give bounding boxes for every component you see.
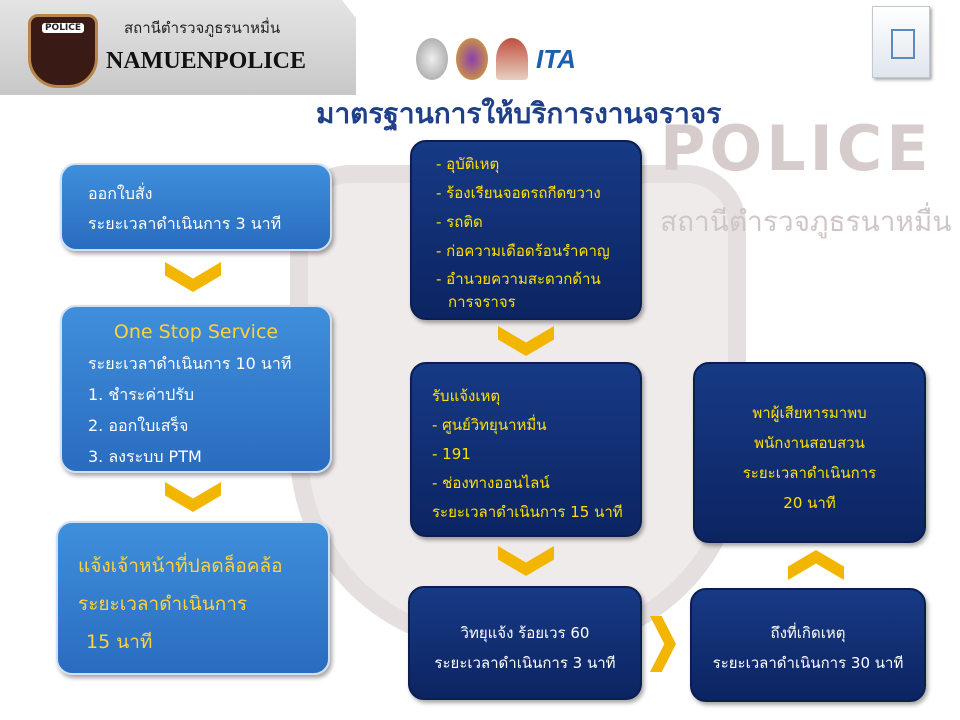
box-line: ระยะเวลาดำเนินการ 3 นาที bbox=[434, 654, 616, 672]
police-badge-logo: POLICE bbox=[28, 14, 98, 88]
header-banner: POLICE สถานีตำรวจภูธรนาหมื่น NAMUENPOLIC… bbox=[0, 0, 356, 95]
temple-logo bbox=[496, 38, 528, 80]
chevron-right-icon bbox=[650, 616, 676, 672]
arrive-scene-box: ถึงที่เกิดเหตุ ระยะเวลาดำเนินการ 30 นาที bbox=[690, 588, 926, 702]
ita-logo: ITA bbox=[536, 43, 576, 74]
box-line: ระยะเวลาดำเนินการ 10 นาที bbox=[88, 354, 292, 373]
chevron-down-icon bbox=[165, 262, 221, 292]
police-emblem-logo bbox=[456, 38, 488, 80]
box-line: - 191 bbox=[432, 445, 471, 463]
issue-ticket-box: ออกใบสั่ง ระยะเวลาดำเนินการ 3 นาที bbox=[60, 163, 332, 251]
box-line: วิทยุแจ้ง ร้อยเวร 60 bbox=[460, 624, 590, 642]
watermark-text: POLICE bbox=[660, 112, 933, 185]
box-line: รับแจ้งเหตุ bbox=[432, 387, 501, 405]
box-line: ระยะเวลาดำเนินการ bbox=[78, 593, 248, 615]
chevron-down-icon bbox=[165, 482, 221, 512]
box-line: ถึงที่เกิดเหตุ bbox=[770, 624, 846, 642]
partner-logos: ITA bbox=[416, 38, 576, 80]
box-line: ระยะเวลาดำเนินการ bbox=[742, 464, 877, 482]
radio-notify-box: วิทยุแจ้ง ร้อยเวร 60 ระยะเวลาดำเนินการ 3… bbox=[408, 586, 642, 700]
box-line: ออกใบสั่ง bbox=[88, 184, 153, 203]
box-line: - อำนวยความสะดวกด้าน bbox=[436, 270, 601, 288]
box-line: การจราจร bbox=[448, 293, 516, 311]
box-line: 1. ชำระค่าปรับ bbox=[88, 385, 194, 404]
receive-report-box: รับแจ้งเหตุ - ศูนย์วิทยุนาหมื่น - 191 - … bbox=[410, 362, 642, 537]
box-line: พาผู้เสียหารมาพบ bbox=[752, 404, 867, 422]
box-line: พนักงานสอบสวน bbox=[754, 434, 865, 452]
box-line: แจ้งเจ้าหน้าที่ปลดล็อคล้อ bbox=[78, 555, 283, 577]
chevron-up-icon bbox=[788, 550, 844, 580]
box-line: ระยะเวลาดำเนินการ 3 นาที bbox=[88, 214, 282, 233]
box-line: - ศูนย์วิทยุนาหมื่น bbox=[432, 416, 547, 434]
unlock-wheel-box: แจ้งเจ้าหน้าที่ปลดล็อคล้อ ระยะเวลาดำเนิน… bbox=[56, 521, 330, 675]
one-stop-service-box: One Stop Service ระยะเวลาดำเนินการ 10 นา… bbox=[60, 305, 332, 473]
box-line: - ก่อความเดือดร้อนรำคาญ bbox=[436, 242, 610, 260]
box-line: ระยะเวลาดำเนินการ 30 นาที bbox=[712, 654, 904, 672]
one-stop-service-title: One Stop Service bbox=[113, 321, 279, 343]
box-line: - ร้องเรียนจอดรถกีดขวาง bbox=[436, 184, 601, 202]
page-title: มาตรฐานการให้บริการงานจราจร bbox=[316, 97, 722, 130]
box-line: 15 นาที bbox=[86, 631, 153, 653]
box-line: 2. ออกใบเสร็จ bbox=[88, 416, 189, 435]
incident-types-box: - อุบัติเหตุ - ร้องเรียนจอดรถกีดขวาง - ร… bbox=[410, 140, 642, 320]
station-thai-name: สถานีตำรวจภูธรนาหมื่น bbox=[124, 19, 281, 37]
box-line: - รถติด bbox=[436, 213, 483, 231]
box-line: 3. ลงระบบ PTM bbox=[88, 447, 202, 466]
box-line: - ช่องทางออนไลน์ bbox=[432, 474, 550, 492]
box-line: ระยะเวลาดำเนินการ 15 นาที bbox=[432, 503, 623, 521]
box-line: 20 นาที bbox=[783, 494, 836, 512]
watermark-thai: สถานีตำรวจภูธรนาหมื่น bbox=[660, 205, 952, 238]
station-english-name: NAMUENPOLICE bbox=[106, 48, 307, 74]
emblem-logo bbox=[416, 38, 448, 80]
box-line: - อุบัติเหตุ bbox=[436, 155, 500, 173]
document-icon[interactable] bbox=[872, 6, 930, 78]
bring-victim-box: พาผู้เสียหารมาพบ พนักงานสอบสวน ระยะเวลาด… bbox=[693, 362, 926, 543]
